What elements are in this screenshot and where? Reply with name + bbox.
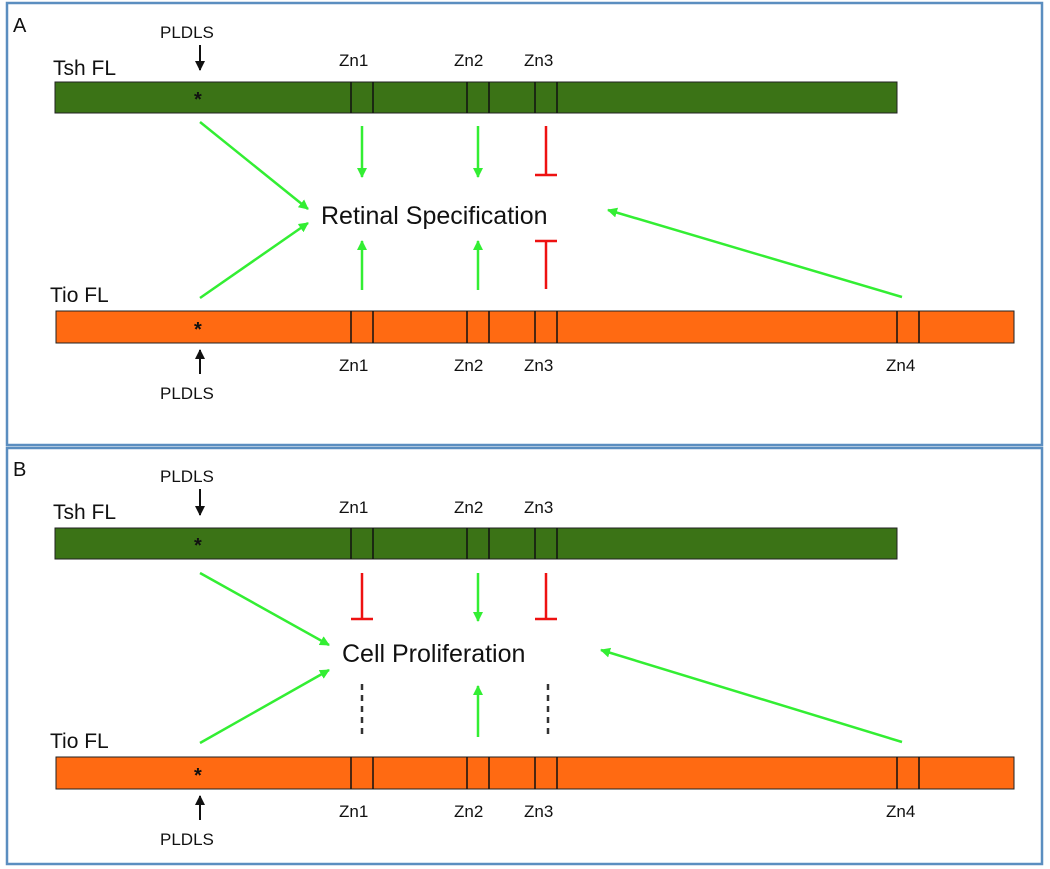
panel-a-tsh-zn2-domain <box>466 82 490 113</box>
panel-b-tio-zn3-label: Zn3 <box>524 802 553 821</box>
panel-a-tio-pldls-label: PLDLS <box>160 384 214 403</box>
panel-a-tsh-zn3-domain <box>534 82 558 113</box>
panel-a-letter: A <box>13 15 27 37</box>
panel-a-tio-zn2-label: Zn2 <box>454 356 483 375</box>
panel-a-tsh-label: Tsh FL <box>53 57 116 80</box>
panel-b-tio-protein: Tio FL * Zn1 Zn2 Zn3 Zn4 <box>50 730 1015 849</box>
panel-a-tio-zn1-domain <box>350 311 374 343</box>
panel-a-tsh-zn3-label: Zn3 <box>524 51 553 70</box>
panel-b-tsh-zn3-label: Zn3 <box>524 498 553 517</box>
panel-a-tsh-protein: Tsh FL * Zn1 Zn2 Zn3 PLDLS <box>53 23 898 114</box>
panel-b-tsh-zn2-domain <box>466 528 490 559</box>
panel-b-tsh-pldls-marker: * <box>194 535 202 557</box>
panel-a-tio-zn1-label: Zn1 <box>339 356 368 375</box>
panel-b-tsh-pldls-label: PLDLS <box>160 467 214 486</box>
panel-b-tsh-zn3-domain <box>534 528 558 559</box>
panel-b-tio-zn1-label: Zn1 <box>339 802 368 821</box>
panel-b-tsh-label: Tsh FL <box>53 501 116 524</box>
panel-b-tio-pldls-marker: * <box>194 765 202 787</box>
panel-a-tio-zn3-label: Zn3 <box>524 356 553 375</box>
panel-b-tsh-zn1-repress-bar <box>351 573 373 621</box>
panel-b-tio-pldls-activate-arrow <box>199 668 330 745</box>
panel-a-center-label: Retinal Specification <box>321 202 548 230</box>
panel-a-tsh-pldls-marker: * <box>194 89 202 111</box>
panel-a-tio-zn3-repress-bar <box>535 239 557 289</box>
panel-b-tio-zn2-domain <box>466 757 490 789</box>
panel-b-tio-zn1-domain <box>350 757 374 789</box>
panel-b-tio-zn4-activate-arrow <box>600 647 903 744</box>
panel-a-tsh-zn3-repress-bar <box>535 126 557 177</box>
panel-b-tio-zn4-domain <box>896 757 920 789</box>
panel-a-tio-zn3-domain <box>534 311 558 343</box>
panel-b-tsh-zn2-label: Zn2 <box>454 498 483 517</box>
panel-a: A Tsh FL * Zn1 Zn2 Zn3 PLDLS <box>5 1 1044 447</box>
panel-a-tio-zn4-activate-arrow <box>607 207 903 299</box>
panel-b-tio-pldls-label: PLDLS <box>160 830 214 849</box>
panel-a-tio-pldls-activate-arrow <box>199 221 309 300</box>
panel-a-tsh-pldls-activate-arrow <box>199 121 309 210</box>
panel-a-tio-pldls-marker: * <box>194 319 202 341</box>
panel-b-tio-zn3-domain <box>534 757 558 789</box>
panel-a-tsh-bar <box>54 81 898 114</box>
panel-a-tsh-zn1-domain <box>350 82 374 113</box>
panel-a-tio-protein: Tio FL * Zn1 Zn2 Zn3 Zn4 <box>50 284 1015 403</box>
panel-b-tio-zn2-label: Zn2 <box>454 802 483 821</box>
panel-a-tio-zn4-domain <box>896 311 920 343</box>
panel-b-border <box>5 446 1044 866</box>
panel-a-tio-label: Tio FL <box>50 284 109 307</box>
panel-b-tsh-pldls-activate-arrow <box>199 571 330 647</box>
panel-a-tio-zn4-label: Zn4 <box>886 356 915 375</box>
panel-b-letter: B <box>13 459 26 481</box>
panel-b: B Tsh FL * Zn1 Zn2 Zn3 PLDLS <box>5 446 1044 866</box>
panel-b-tio-zn4-label: Zn4 <box>886 802 915 821</box>
panel-a-tio-zn2-domain <box>466 311 490 343</box>
panel-b-tsh-bar <box>54 527 898 560</box>
panel-b-tsh-zn1-label: Zn1 <box>339 498 368 517</box>
panel-b-tsh-zn3-repress-bar <box>535 573 557 621</box>
panel-b-center-label: Cell Proliferation <box>342 640 525 668</box>
panel-a-tsh-pldls-label: PLDLS <box>160 23 214 42</box>
panel-a-tsh-zn1-label: Zn1 <box>339 51 368 70</box>
panel-b-tsh-protein: Tsh FL * Zn1 Zn2 Zn3 PLDLS <box>53 467 898 560</box>
panel-a-border <box>5 1 1044 447</box>
panel-a-tsh-zn2-label: Zn2 <box>454 51 483 70</box>
panel-b-tio-label: Tio FL <box>50 730 109 753</box>
panel-b-tsh-zn1-domain <box>350 528 374 559</box>
